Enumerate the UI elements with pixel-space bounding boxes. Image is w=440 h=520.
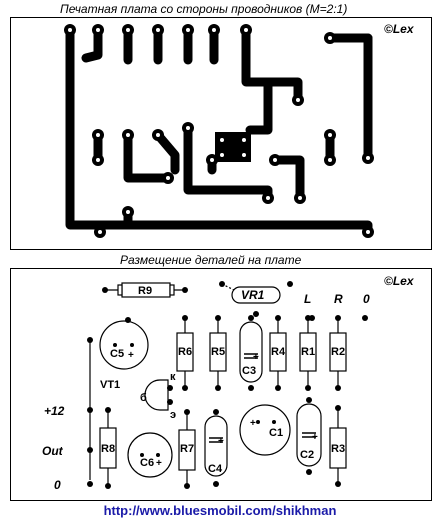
ic-pad-block bbox=[215, 132, 251, 162]
label-C4: C4 bbox=[208, 463, 223, 475]
copyright-bottom: ©Lex bbox=[384, 274, 414, 288]
label-R7: R7 bbox=[180, 443, 194, 455]
label-R9: R9 bbox=[138, 285, 152, 297]
terminal-out: Out bbox=[42, 444, 64, 458]
terminal-R: R bbox=[334, 292, 343, 306]
layout-title: Размещение деталей на плате bbox=[120, 253, 302, 267]
svg-text:+: + bbox=[218, 436, 224, 447]
label-R4: R4 bbox=[271, 346, 286, 358]
label-R6: R6 bbox=[178, 346, 192, 358]
terminal-L: L bbox=[304, 292, 311, 306]
label-R1: R1 bbox=[301, 346, 315, 358]
pin-b: б bbox=[140, 392, 147, 404]
svg-text:+: + bbox=[250, 418, 256, 429]
label-VT1: VT1 bbox=[100, 379, 120, 391]
pin-e: э bbox=[170, 409, 176, 421]
label-C2: C2 bbox=[300, 449, 314, 461]
label-R8: R8 bbox=[101, 443, 115, 455]
label-VR1: VR1 bbox=[241, 288, 265, 302]
label-C3: C3 bbox=[242, 365, 256, 377]
label-R2: R2 bbox=[331, 346, 345, 358]
svg-text:+: + bbox=[253, 352, 259, 363]
terminal-plus12: +12 bbox=[44, 404, 65, 418]
svg-text:+: + bbox=[156, 458, 162, 469]
copyright-top: ©Lex bbox=[384, 22, 414, 36]
pcb-traces bbox=[64, 24, 374, 238]
label-C5: C5 bbox=[110, 348, 124, 360]
label-C6: C6 bbox=[140, 457, 154, 469]
layout-panel bbox=[10, 268, 432, 501]
svg-text:+: + bbox=[128, 350, 134, 361]
label-C1: C1 bbox=[269, 427, 283, 439]
label-R5: R5 bbox=[211, 346, 225, 358]
terminal-0-top: 0 bbox=[363, 292, 370, 306]
pcb-title: Печатная плата со стороны проводников (M… bbox=[60, 2, 348, 16]
website-link[interactable]: http://www.bluesmobil.com/shikhman bbox=[103, 503, 337, 518]
pin-k: к bbox=[170, 371, 176, 383]
terminal-0-left: 0 bbox=[54, 478, 61, 492]
label-R3: R3 bbox=[331, 443, 345, 455]
svg-text:+: + bbox=[312, 432, 318, 443]
